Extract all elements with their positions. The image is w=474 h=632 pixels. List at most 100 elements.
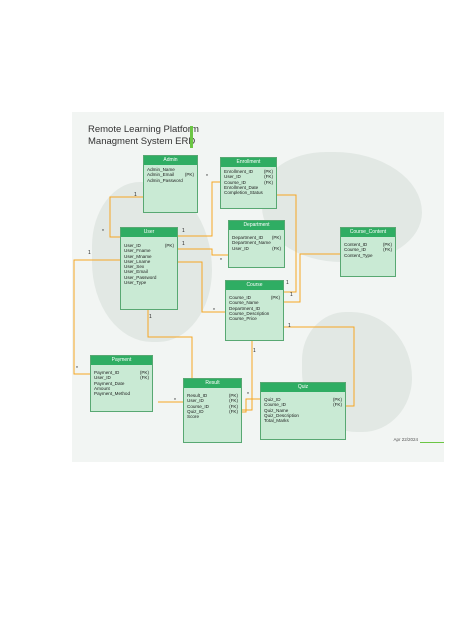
attribute: Department_ID(PK) — [232, 235, 281, 240]
card-admin-user-1: 1 — [134, 192, 137, 198]
card-user-payment-many: * — [76, 366, 78, 372]
link-user-department — [178, 248, 228, 256]
attribute: Enrollment_Date — [224, 184, 259, 190]
attribute: Course_ID(FK) — [224, 179, 273, 185]
link-user-result — [147, 310, 193, 380]
entity-department[interactable]: Department Department_ID(PK) Department_… — [228, 220, 285, 268]
entity-payment[interactable]: Payment Payment_ID(PK) User_ID(FK) Payme… — [90, 355, 153, 412]
link-course-quiz — [284, 326, 355, 407]
entity-admin-title: Admin — [144, 156, 197, 165]
attribute: Enrollment_ID(PK) — [224, 169, 273, 174]
entity-enrollment-title: Enrollment — [221, 158, 276, 167]
entity-payment-attributes: Payment_ID(PK) User_ID(FK) Payment_Date … — [91, 365, 152, 398]
card-course-result-1: 1 — [253, 348, 256, 354]
card-user-enrollment-1: 1 — [182, 228, 185, 234]
link-user-course — [178, 261, 225, 313]
entity-course-content-title: Course_Content — [341, 228, 395, 237]
attribute: Completion_Status — [224, 190, 263, 196]
card-user-department-1: 1 — [182, 241, 185, 247]
attribute: Score — [187, 414, 200, 420]
card-user-department-many: * — [220, 258, 222, 264]
attribute: User_Password — [124, 274, 157, 280]
card-enrollment-course-1: 1 — [286, 280, 289, 286]
card-user-result-1: 1 — [149, 314, 152, 320]
link-user-enrollment — [178, 181, 220, 237]
card-course-quiz-1: 1 — [288, 323, 291, 329]
relationship-lines — [73, 181, 355, 413]
attribute: User_Lname — [124, 258, 151, 264]
entity-result[interactable]: Result Result_ID(PK) User_ID(FK) Course_… — [183, 378, 242, 443]
entity-course[interactable]: Course Course_ID(PK) Course_Name Departm… — [225, 280, 284, 341]
entity-quiz-title: Quiz — [261, 383, 345, 392]
entity-course-content[interactable]: Course_Content Content_ID(PK) Course_ID(… — [340, 227, 396, 277]
entity-quiz-attributes: Quiz_ID(PK) Course_ID(FK) Quiz_Name Quiz… — [261, 392, 345, 425]
attribute: Course_Price — [229, 316, 257, 322]
erd-canvas: Remote Learning Platform Managment Syste… — [72, 112, 444, 462]
entity-course-attributes: Course_ID(PK) Course_Name Department_ID … — [226, 290, 283, 323]
date-accent-bar — [420, 441, 444, 443]
attribute: Department_Name — [232, 240, 271, 246]
card-admin-user-many: * — [102, 229, 104, 235]
diagram-title: Remote Learning Platform Managment Syste… — [88, 124, 199, 148]
attribute: User_Fname — [124, 248, 151, 254]
card-user-payment-1: 1 — [88, 250, 91, 256]
entity-enrollment[interactable]: Enrollment Enrollment_ID(PK) User_ID(FK)… — [220, 157, 277, 209]
attribute: User_Sex — [124, 264, 145, 270]
entity-user[interactable]: User User_ID(PK) User_Fname User_Mname U… — [120, 227, 178, 310]
attribute: Amount — [94, 385, 110, 391]
entity-department-attributes: Department_ID(PK) Department_Name User_I… — [229, 230, 284, 253]
entity-payment-title: Payment — [91, 356, 152, 365]
attribute: Admin_Name — [147, 167, 175, 172]
link-enrollment-course — [277, 194, 297, 293]
entity-department-title: Department — [229, 221, 284, 230]
attribute: Content_ID(PK) — [344, 242, 392, 247]
card-user-course-many: * — [213, 308, 215, 314]
attribute: Course_ID(FK) — [187, 403, 238, 409]
title-line-2: Managment System ERD — [88, 136, 196, 147]
attribute: Admin_Email(PK) — [147, 172, 194, 178]
attribute: Content_Type — [344, 252, 373, 258]
link-user-payment — [73, 259, 120, 375]
attribute: User_ID(FK) — [94, 375, 149, 381]
attribute: Course_Description — [229, 310, 270, 316]
link-course-coursecontent — [284, 253, 340, 303]
link-quiz-result — [242, 398, 260, 413]
link-course-result — [242, 341, 253, 411]
attribute: User_Type — [124, 280, 147, 286]
attribute: Payment_Date — [94, 380, 125, 386]
card-course-coursecontent-1: 1 — [290, 292, 293, 298]
attribute: User_ID(FK) — [187, 398, 238, 404]
attribute: Course_Name — [229, 300, 259, 306]
attribute: Quiz_Description — [264, 412, 299, 418]
attribute: Department_ID — [229, 305, 261, 311]
entity-admin[interactable]: Admin Admin_Name Admin_Email(PK) Admin_P… — [143, 155, 198, 213]
entity-user-title: User — [121, 228, 177, 237]
entity-admin-attributes: Admin_Name Admin_Email(PK) Admin_Passwor… — [144, 165, 197, 185]
attribute: Total_Marks — [264, 418, 289, 424]
card-payment-result-many: * — [174, 398, 176, 404]
title-line-1: Remote Learning Platform — [88, 124, 199, 135]
attribute: User_ID(PK) — [124, 243, 174, 248]
attribute: Quiz_ID(PK) — [264, 397, 342, 402]
attribute: Result_ID(PK) — [187, 393, 238, 398]
title-accent-bar — [190, 126, 193, 148]
entity-result-title: Result — [184, 379, 241, 388]
attribute: Course_ID(FK) — [264, 402, 342, 408]
attribute: Admin_Password — [147, 177, 183, 183]
attribute: Quiz_Name — [264, 407, 289, 413]
attribute: Payment_Method — [94, 391, 131, 397]
entity-user-attributes: User_ID(PK) User_Fname User_Mname User_L… — [121, 237, 177, 287]
attribute: User_ID(FK) — [224, 174, 273, 180]
diagram-date: Apr 22/2024 — [393, 437, 418, 442]
card-user-enrollment-many: * — [206, 174, 208, 180]
link-admin-user — [109, 196, 143, 238]
attribute: Course_ID(FK) — [344, 247, 392, 253]
entity-course-title: Course — [226, 281, 283, 290]
attribute: User_ID(FK) — [232, 245, 281, 251]
attribute: Quiz_ID(FK) — [187, 408, 238, 414]
entity-result-attributes: Result_ID(PK) User_ID(FK) Course_ID(FK) … — [184, 388, 241, 421]
card-quiz-result-many: * — [247, 392, 249, 398]
attribute: Payment_ID(PK) — [94, 370, 149, 375]
entity-quiz[interactable]: Quiz Quiz_ID(PK) Course_ID(FK) Quiz_Name… — [260, 382, 346, 440]
attribute: User_Mname — [124, 253, 152, 259]
